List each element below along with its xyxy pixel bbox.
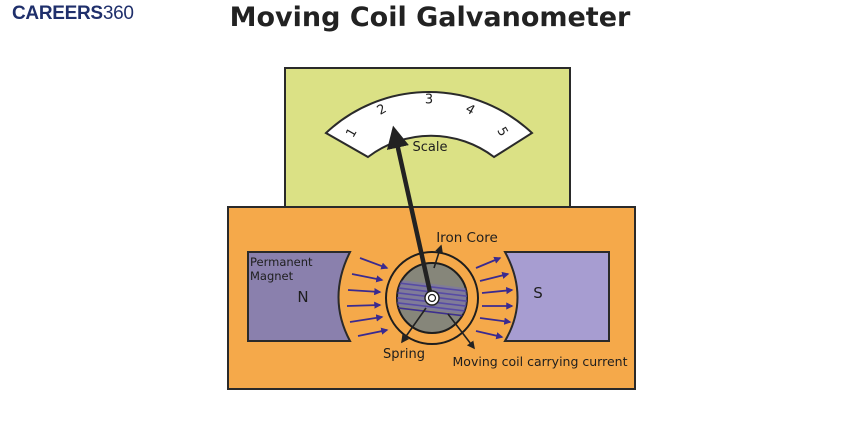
permanent-magnet-label: Permanent Magnet xyxy=(250,255,313,283)
north-pole-label: N xyxy=(297,288,308,306)
pivot xyxy=(427,293,437,303)
moving-coil-leader xyxy=(447,313,475,350)
field-arrow xyxy=(481,286,514,295)
outer-ring xyxy=(385,251,479,345)
field-arrow xyxy=(346,301,382,309)
field-arrow xyxy=(347,288,382,296)
field-arrow xyxy=(357,327,389,337)
south-pole-label: S xyxy=(533,284,543,302)
scale-dial xyxy=(324,91,534,159)
magnetic-field-lines xyxy=(346,256,514,340)
field-arrow xyxy=(349,314,384,323)
field-arrow xyxy=(479,317,512,325)
logo-brand: CAREERS xyxy=(12,3,103,24)
iron-core-label: Iron Core xyxy=(436,230,498,246)
pointer-needle xyxy=(386,125,433,293)
spring-leader xyxy=(401,307,427,344)
spring-label: Spring xyxy=(383,347,425,362)
logo-number: 360 xyxy=(102,3,134,24)
iron-core-leader xyxy=(433,244,443,269)
page-title: Moving Coil Galvanometer xyxy=(229,2,631,33)
field-arrow xyxy=(475,256,502,269)
field-arrow xyxy=(359,257,389,270)
scale-label: Scale xyxy=(413,140,448,155)
permanent-magnet-south xyxy=(503,251,610,342)
spring xyxy=(424,290,440,306)
field-arrow xyxy=(351,273,384,283)
permanent-magnet-north xyxy=(247,251,352,342)
field-arrow xyxy=(475,330,504,340)
moving-coil-label: Moving coil carrying current xyxy=(453,354,628,369)
scale-tick: 3 xyxy=(425,93,433,108)
field-arrow xyxy=(479,271,510,282)
careers360-logo: CAREERS360 xyxy=(12,3,134,25)
scale-panel xyxy=(284,67,571,209)
